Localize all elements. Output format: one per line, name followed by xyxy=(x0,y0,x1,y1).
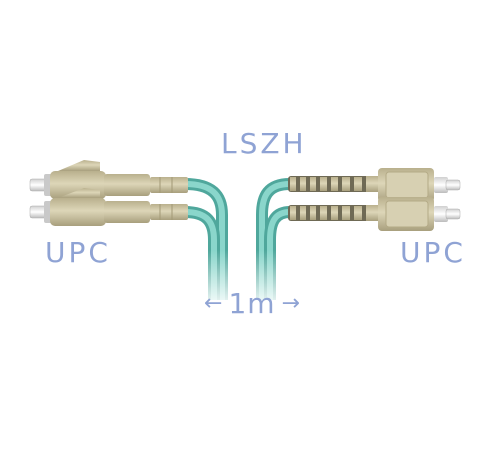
arrow-left-icon: ← xyxy=(204,291,223,316)
cable-left xyxy=(184,178,228,300)
length-indicator: ← 1m → xyxy=(204,290,300,318)
lc-connector-top xyxy=(29,160,188,199)
lc-connector-bottom xyxy=(29,188,188,226)
sc-connector-bottom xyxy=(288,197,461,231)
arrow-right-icon: → xyxy=(281,291,300,316)
left-polish-label: UPC xyxy=(45,236,111,269)
right-polish-label: UPC xyxy=(400,236,466,269)
cable-right xyxy=(256,178,291,300)
lc-duplex-connector-icon xyxy=(29,160,188,226)
sc-connector-top xyxy=(288,168,461,202)
sc-duplex-connector-icon xyxy=(288,168,461,231)
jacket-type-label: LSZH xyxy=(221,127,307,160)
length-label: 1m xyxy=(228,287,276,320)
